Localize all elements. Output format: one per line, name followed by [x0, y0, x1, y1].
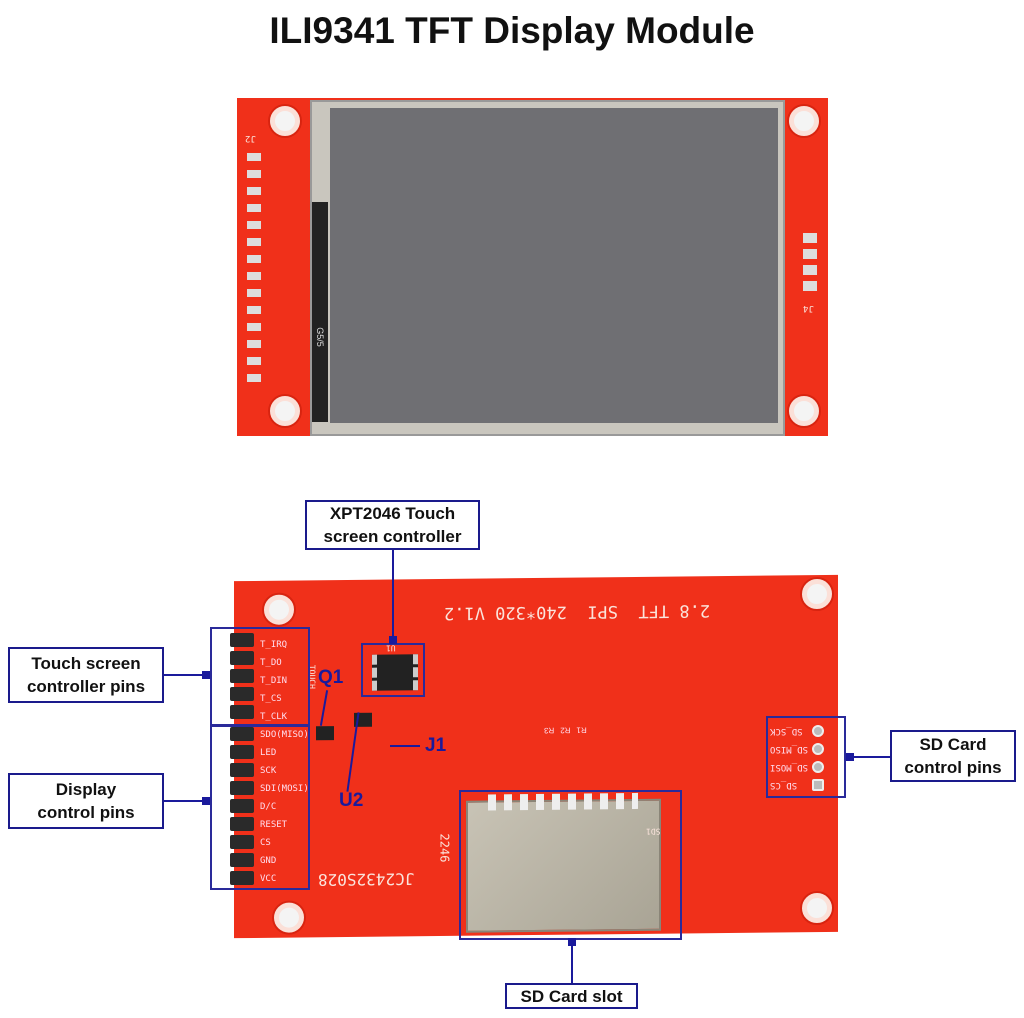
- lcd-screen: [330, 108, 778, 423]
- q1-transistor: [316, 726, 334, 741]
- resistor-r3: R3: [544, 725, 555, 735]
- touch-pins-box: [210, 627, 310, 726]
- pin-reset: RESET: [260, 820, 288, 830]
- resistor-r2: R2: [560, 725, 571, 735]
- pin-t-din: T_DIN: [260, 676, 288, 686]
- pin-sdi-mosi: SDI(MOSI): [260, 784, 309, 794]
- silk-date: 2246: [437, 833, 452, 863]
- silk-j4: J4: [803, 303, 814, 313]
- callout-j1: J1: [425, 735, 447, 756]
- sd-slot-box: [459, 790, 682, 940]
- pin-dc: D/C: [260, 802, 277, 812]
- pin-sdo-miso: SDO(MISO): [260, 730, 309, 740]
- pin-vcc: VCC: [260, 874, 277, 884]
- silk-fpc: G5/5: [314, 327, 325, 347]
- pin-led: LED: [260, 748, 277, 758]
- pin-cs: CS: [260, 838, 271, 848]
- sd-pins-box: [766, 716, 846, 798]
- callout-u2: U2: [339, 790, 364, 811]
- pin-t-clk: T_CLK: [260, 712, 288, 722]
- resistor-r1: R1: [576, 725, 587, 735]
- pin-t-cs: T_CS: [260, 694, 282, 704]
- front-pin-row: [247, 153, 261, 383]
- front-board: J2 J4 G5/5: [237, 98, 828, 436]
- u1-box: [361, 643, 425, 697]
- pin-t-do: T_DO: [260, 658, 282, 668]
- label-xpt2046: XPT2046 Touch screen controller: [305, 500, 480, 550]
- callout-q1: Q1: [318, 667, 344, 688]
- pin-gnd: GND: [260, 856, 277, 866]
- fpc-strip: [312, 202, 328, 422]
- page-title: ILI9341 TFT Display Module: [269, 10, 755, 51]
- display-pins-box: [210, 725, 310, 890]
- silk-board-title: 2.8 TFT SPI 240*320 V1.2: [444, 600, 711, 623]
- silk-j2: J2: [245, 133, 256, 143]
- label-touch-pins: Touch screen controller pins: [8, 647, 164, 703]
- lcd-frame: G5/5: [310, 100, 785, 436]
- label-display-pins: Display control pins: [8, 773, 164, 829]
- silk-model: JC2432S028: [318, 869, 415, 890]
- label-sd-slot: SD Card slot: [505, 983, 638, 1009]
- resistor-labels: R1 R2 R3: [544, 725, 587, 734]
- pin-t-irq: T_IRQ: [260, 640, 288, 650]
- pin-sck: SCK: [260, 766, 277, 776]
- front-j4-pins: [803, 233, 817, 295]
- label-sd-control-pins: SD Card control pins: [890, 730, 1016, 782]
